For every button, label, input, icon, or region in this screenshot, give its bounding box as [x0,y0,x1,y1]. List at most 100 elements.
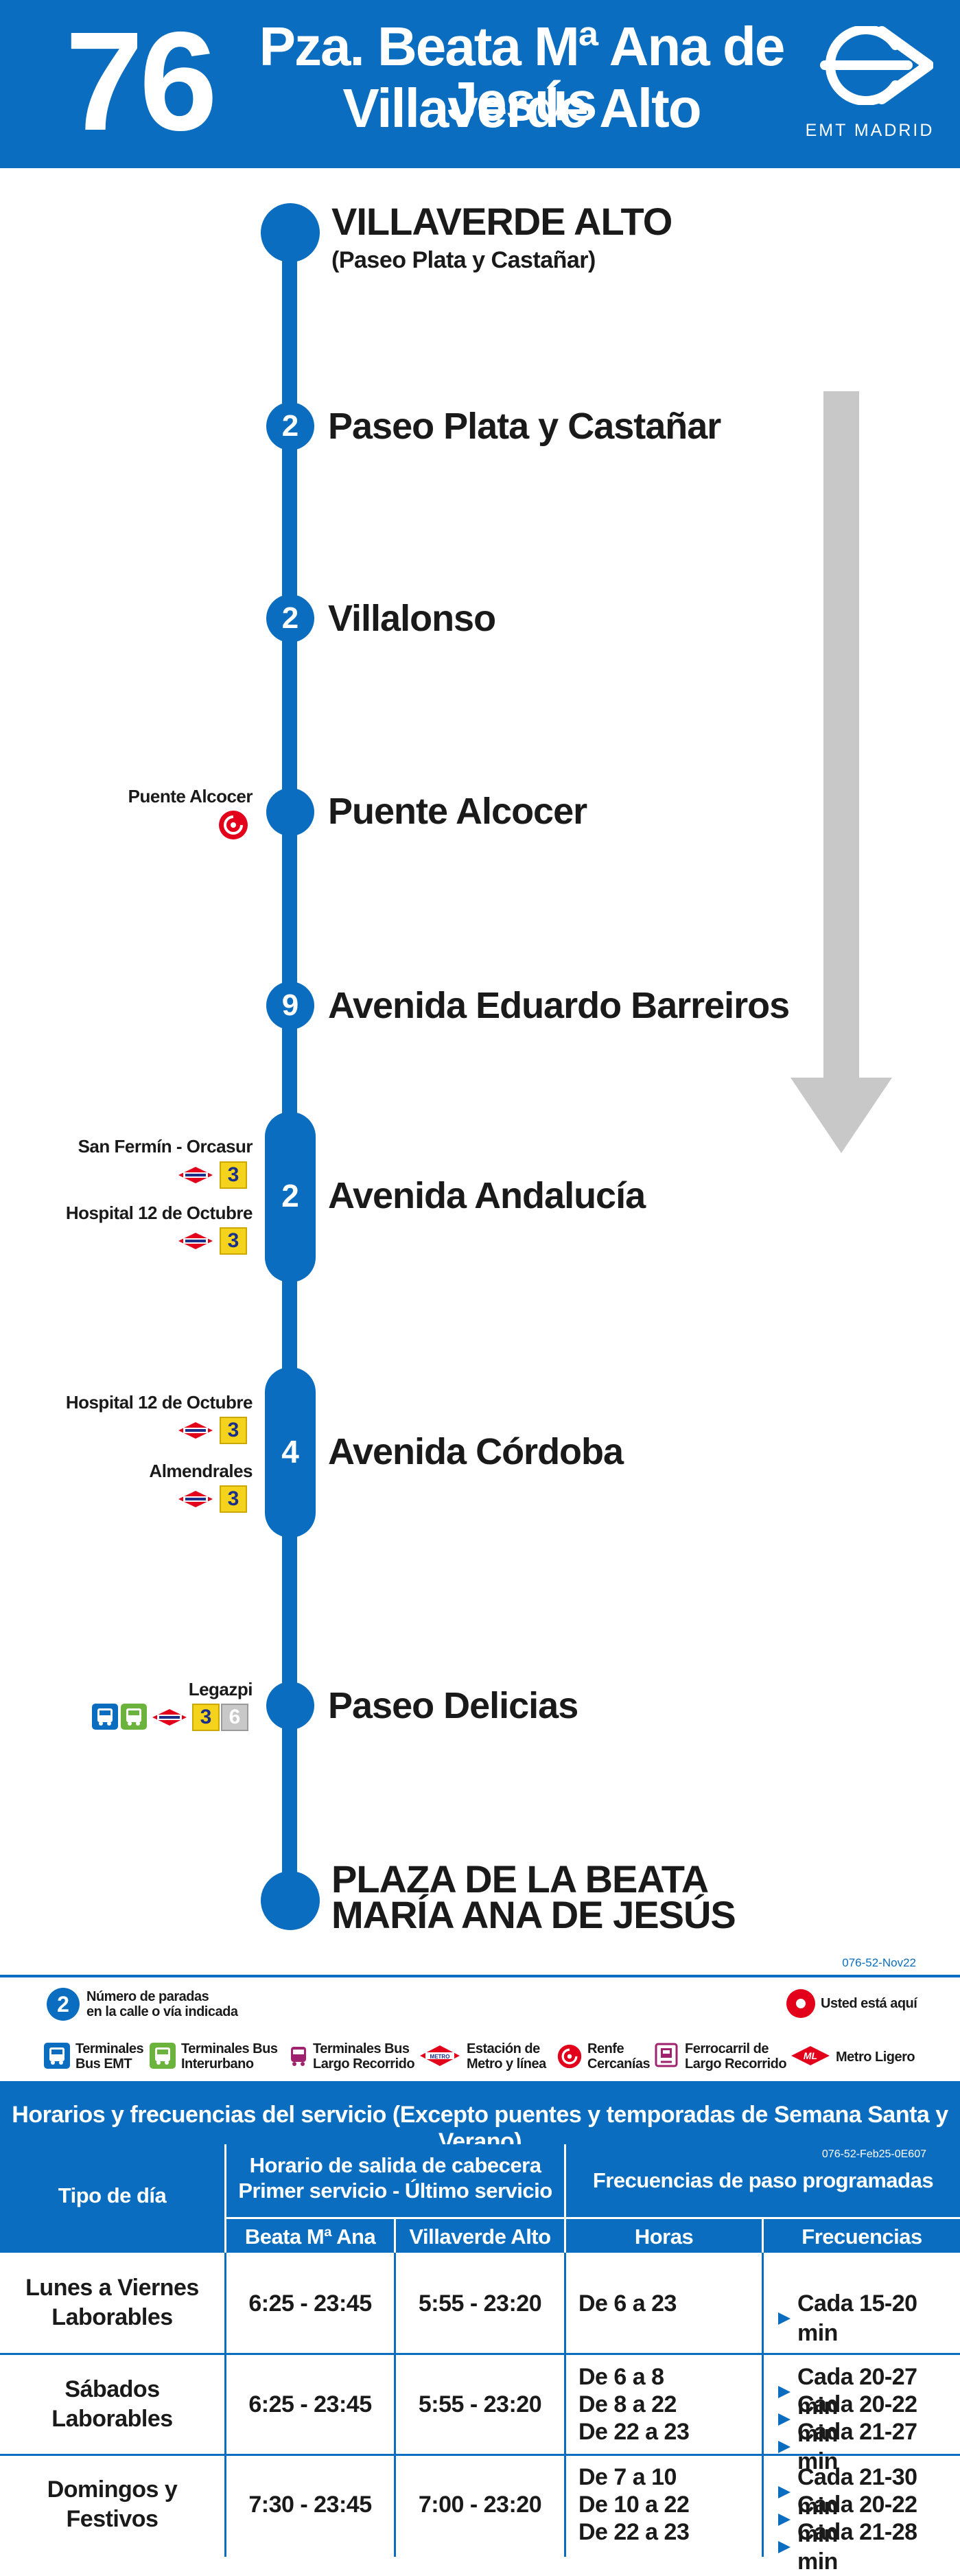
route-line [282,206,297,1901]
stop-dot [266,1682,314,1730]
schedule-code: 076-52-Feb25-0E607 [821,2148,926,2160]
col-frecuencias-header: Frecuencias de paso programadas [592,2168,934,2192]
header-bar [0,0,960,168]
frequency-arrow-icon [778,2312,791,2325]
row-frecuencia: Cada 20-22 min [778,2490,960,2549]
header-divider [564,2144,566,2253]
col-horario-header: Horario de salida de cabecera Primer ser… [238,2153,552,2203]
legend-label-ligero: Metro Ligero [836,2050,915,2065]
connection-label: Almendrales [149,1461,253,1481]
frequency-text: Cada 21-30 min [797,2464,917,2520]
schedule-title: Horarios y frecuencias del servicio (Exc… [12,2102,948,2155]
legend-label-renfe: Renfe Cercanías [587,2041,651,2072]
stop-name-puente-alcocer: Puente Alcocer [328,791,587,832]
metro-line-badge: 3 [220,1227,247,1255]
schedule-header [0,2144,960,2253]
legend-bus-emt-icon [44,2043,70,2069]
legend-bus-largo-icon [291,2047,306,2066]
subcol-frecuencias: Frecuencias [801,2225,922,2249]
subcol-villaverde: Villaverde Alto [409,2225,551,2249]
row-beata: 6:25 - 23:45 [248,2391,372,2417]
frequency-text: Cada 21-27 min [797,2419,917,2474]
frequency-text: Cada 20-27 min [797,2364,917,2420]
legend-label-metro: Estación de Metro y línea [467,2041,546,2072]
connection-label: Hospital 12 de Octubre [65,1203,253,1223]
table-divider [762,2253,764,2557]
metro-icon [178,1233,213,1249]
header-divider [762,2218,764,2253]
row-frecuencia: Cada 21-28 min [778,2518,960,2576]
frequency-arrow-icon [778,2540,791,2553]
you-are-here-icon [786,1989,815,2018]
metro-icon [178,1167,213,1183]
metro-line-badge: 3 [220,1417,247,1444]
renfe-cercanias-icon [219,811,248,839]
frequency-text: Cada 15-20 min [797,2290,917,2346]
ml-logo-text: ML [804,2050,817,2061]
table-row-divider [0,2353,960,2355]
row-hora: De 10 a 22 [578,2492,690,2518]
row-frecuencia: Cada 21-30 min [778,2463,960,2521]
row-beata: 6:25 - 23:45 [248,2290,372,2317]
subcol-horas: Horas [634,2225,694,2249]
metro-line-badge: 3 [220,1161,247,1189]
connection-label: San Fermín - Orcasur [78,1136,253,1157]
table-divider [564,2253,566,2557]
metro-icon [152,1709,187,1726]
connection-label: Hospital 12 de Octubre [65,1392,253,1413]
frequency-arrow-icon [778,2440,791,2453]
row-tipo: Sábados Laborables [51,2376,173,2432]
terminal-dot [261,203,320,262]
row-hora: De 7 a 10 [578,2464,677,2490]
operator-name: EMT MADRID [805,121,935,140]
table-divider [394,2253,396,2557]
frequency-text: Cada 20-22 min [797,2391,917,2447]
subcol-beata: Beata Mª Ana Jesús [244,2225,376,2275]
legend-label-largo: Terminales Bus Largo Recorrido [313,2041,415,2072]
row-tipo: Lunes a Viernes Laborables [25,2275,199,2330]
row-villaverde: 5:55 - 23:20 [418,2391,542,2417]
stop-count-badge: 2 [281,1178,299,1214]
frequency-text: Cada 21-28 min [797,2519,917,2575]
legend-label-usted: Usted está aquí [821,1996,917,2011]
legend-label-interurbano: Terminales Bus Interurbano [181,2041,278,2072]
map-code: 076-52-Nov22 [842,1956,916,1969]
direction-arrow-icon [791,1078,892,1153]
metro-line-badge: 6 [221,1704,248,1731]
stop-name-avenida-cordoba: Avenida Córdoba [328,1431,624,1472]
metro-logo-text: METRO [430,2054,450,2060]
row-hora: De 6 a 8 [578,2364,664,2390]
route-destination: Villaverde Alto [342,78,701,139]
stop-name-paseo-delicias: Paseo Delicias [328,1685,578,1726]
row-beata: 7:30 - 23:45 [248,2492,372,2518]
stop-dot [266,788,314,836]
row-villaverde: 5:55 - 23:20 [418,2290,542,2317]
row-hora: De 8 a 22 [578,2391,677,2417]
bus-emt-icon [92,1704,118,1730]
legend-ferrocarril-icon [655,2043,678,2067]
row-tipo: Domingos y Festivos [47,2476,178,2532]
row-frecuencia: Cada 21-27 min [778,2417,960,2476]
stop-name-villalonso: Villalonso [328,598,496,639]
route-origin: Pza. Beata Mª Ana de Jesús [259,16,786,132]
emt-logo-icon [820,26,933,105]
frequency-arrow-icon [778,2485,791,2498]
stop-count-badge: 2 [266,594,314,642]
stop-subname: (Paseo Plata y Castañar) [331,247,596,273]
stop-name-plaza-beata-line2: MARÍA ANA DE JESÚS [331,1893,736,1936]
connection-label: Legazpi [188,1679,253,1699]
row-frecuencia: Cada 20-27 min [778,2363,960,2421]
metro-icon [178,1422,213,1439]
row-frecuencia: Cada 20-22 min [778,2390,960,2448]
direction-arrow-shaft [823,391,859,1078]
frequency-arrow-icon [778,2413,791,2426]
stop-name-villaverde-alto: VILLAVERDE ALTO [331,200,672,243]
legend-label-emt: Terminales Bus EMT [75,2041,144,2072]
header-divider [224,2144,226,2253]
metro-line-badge: 3 [192,1704,220,1731]
row-hora: De 22 a 23 [578,2519,690,2545]
legend-label-ferrocarril: Ferrocarril de Largo Recorrido [685,2041,787,2072]
schedule-divider [0,2081,960,2084]
line-number: 76 [65,3,218,160]
stop-name-plaza-beata: PLAZA DE LA BEATA [331,1857,709,1901]
